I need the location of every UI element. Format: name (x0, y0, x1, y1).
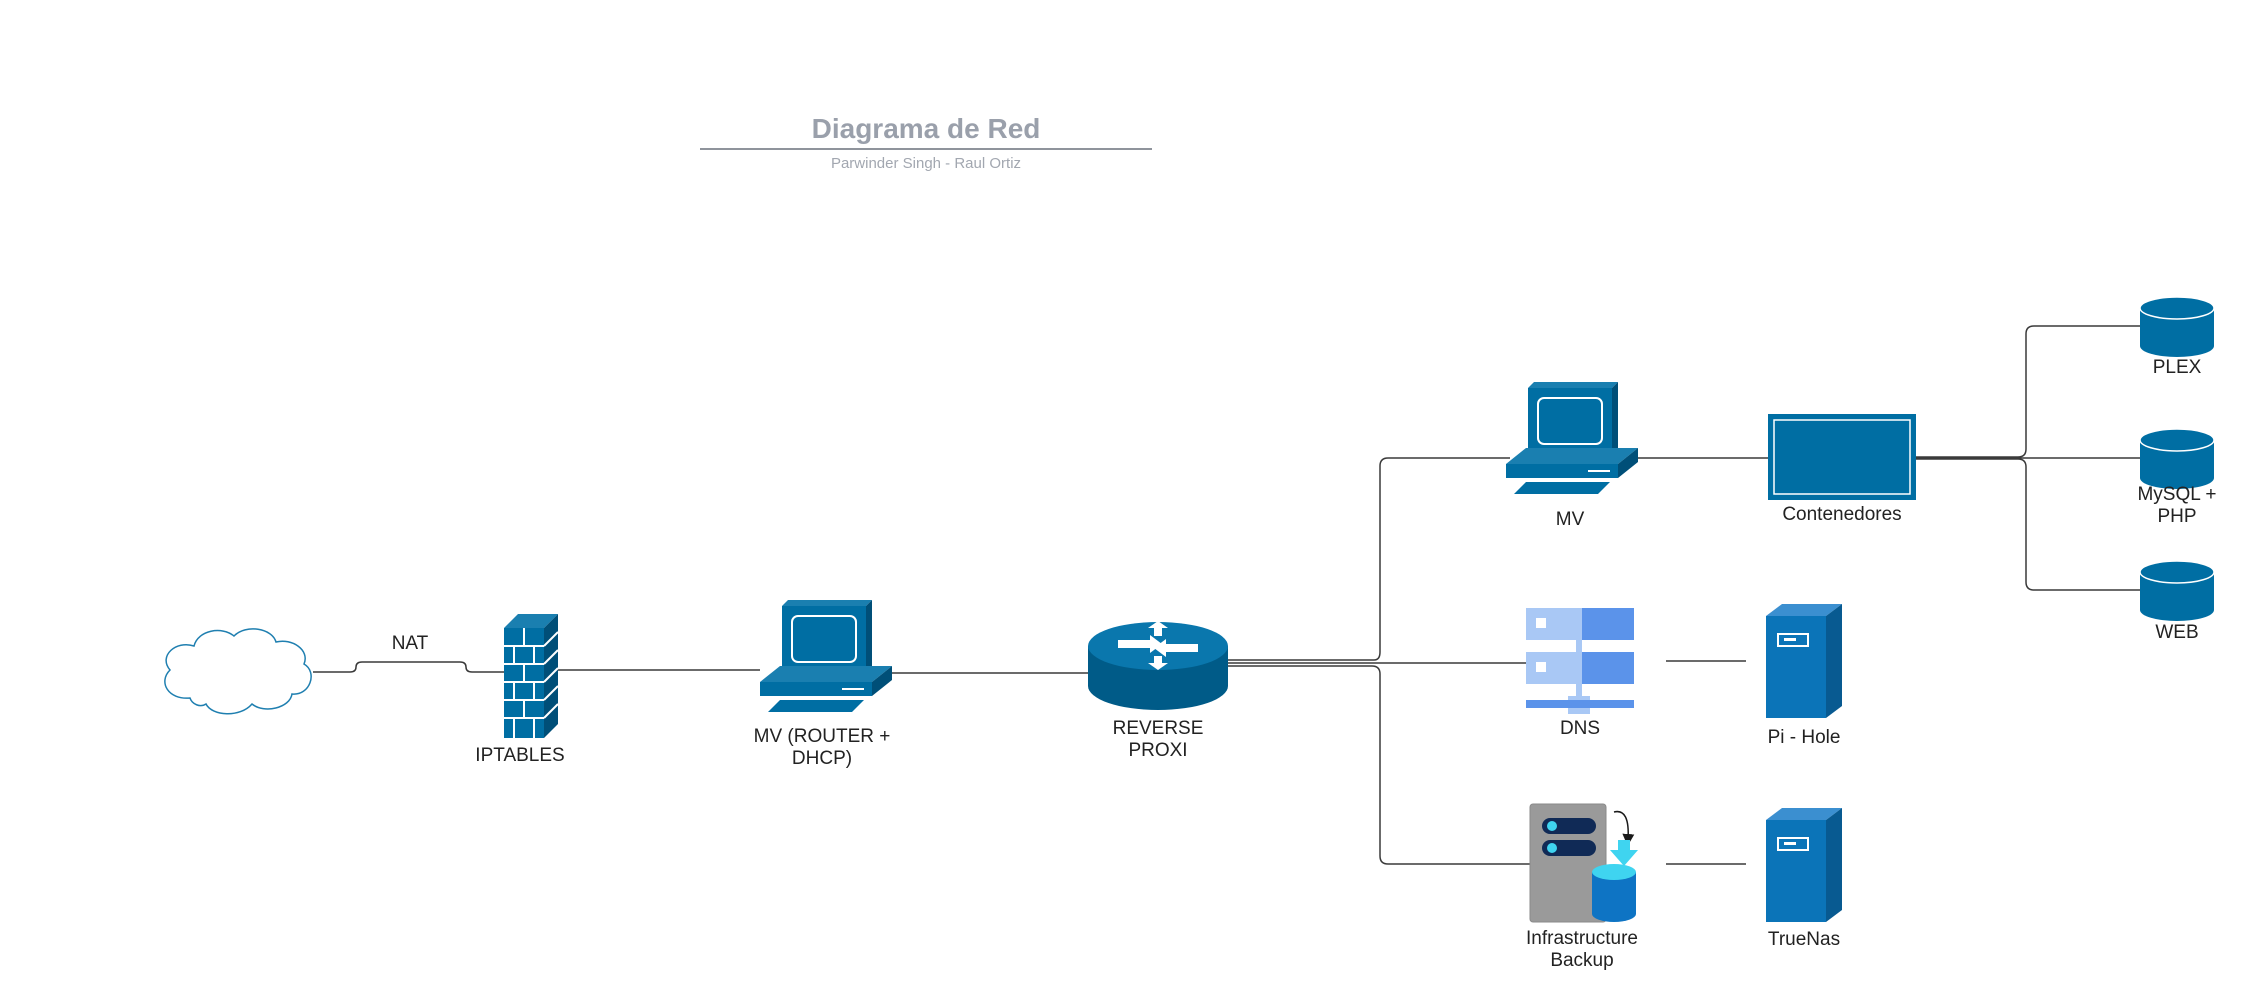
database-icon[interactable] (2139, 560, 2215, 621)
tower-server-icon[interactable] (1766, 604, 1842, 718)
reverse-proxy-label-line1: REVERSE (1112, 718, 1204, 739)
edge-contenedores-plex (1916, 325, 2140, 458)
mysql-label: MySQL + PHP (2120, 484, 2234, 528)
connectors (313, 325, 2140, 865)
router-vm-label-line2: DHCP) (791, 748, 853, 769)
mysql-label-line1: MySQL + (2137, 484, 2217, 505)
pihole-label: Pi - Hole (1767, 727, 1841, 748)
router-vm-label-line1: MV (ROUTER + (753, 726, 891, 747)
iptables-label: IPTABLES (475, 745, 565, 766)
cloud-icon[interactable] (164, 628, 312, 715)
web-label: WEB (2155, 622, 2199, 643)
backup-label-line1: Infrastructure (1526, 928, 1638, 949)
database-icon[interactable] (2139, 296, 2215, 357)
diagram-title: Diagrama de Red (811, 113, 1041, 144)
firewall-icon[interactable] (504, 614, 559, 738)
database-icon[interactable] (2139, 428, 2215, 489)
edge-proxy-mv (1226, 457, 1510, 661)
tower-server-icon[interactable] (1766, 808, 1842, 922)
edge-contenedores-web (1916, 458, 2140, 591)
diagram-subtitle: Parwinder Singh - Raul Ortiz (830, 155, 1022, 172)
mysql-label-line2: PHP (2157, 506, 2197, 527)
truenas-label: TrueNas (1767, 929, 1841, 950)
plex-label: PLEX (2152, 357, 2202, 378)
monitor-icon[interactable] (1768, 414, 1916, 500)
backup-label-line2: Backup (1550, 950, 1614, 971)
mv-label: MV (1555, 509, 1585, 530)
dns-server-icon[interactable] (1526, 608, 1634, 714)
router-icon[interactable] (1088, 621, 1228, 710)
nat-label: NAT (391, 633, 429, 654)
reverse-proxy-label: REVERSE PROXI (1058, 718, 1258, 762)
router-vm-label: MV (ROUTER + DHCP) (722, 726, 922, 770)
reverse-proxy-label-line2: PROXI (1128, 740, 1188, 761)
workstation-icon[interactable] (760, 600, 892, 712)
title-divider (700, 148, 1152, 150)
backup-label: Infrastructure Backup (1492, 928, 1672, 972)
dns-label: DNS (1559, 718, 1601, 739)
edge-proxy-backup (1226, 665, 1530, 865)
contenedores-label: Contenedores (1782, 504, 1902, 525)
workstation-icon[interactable] (1506, 382, 1638, 494)
edge-cloud-iptables (313, 661, 508, 673)
backup-server-icon[interactable] (1529, 803, 1638, 923)
